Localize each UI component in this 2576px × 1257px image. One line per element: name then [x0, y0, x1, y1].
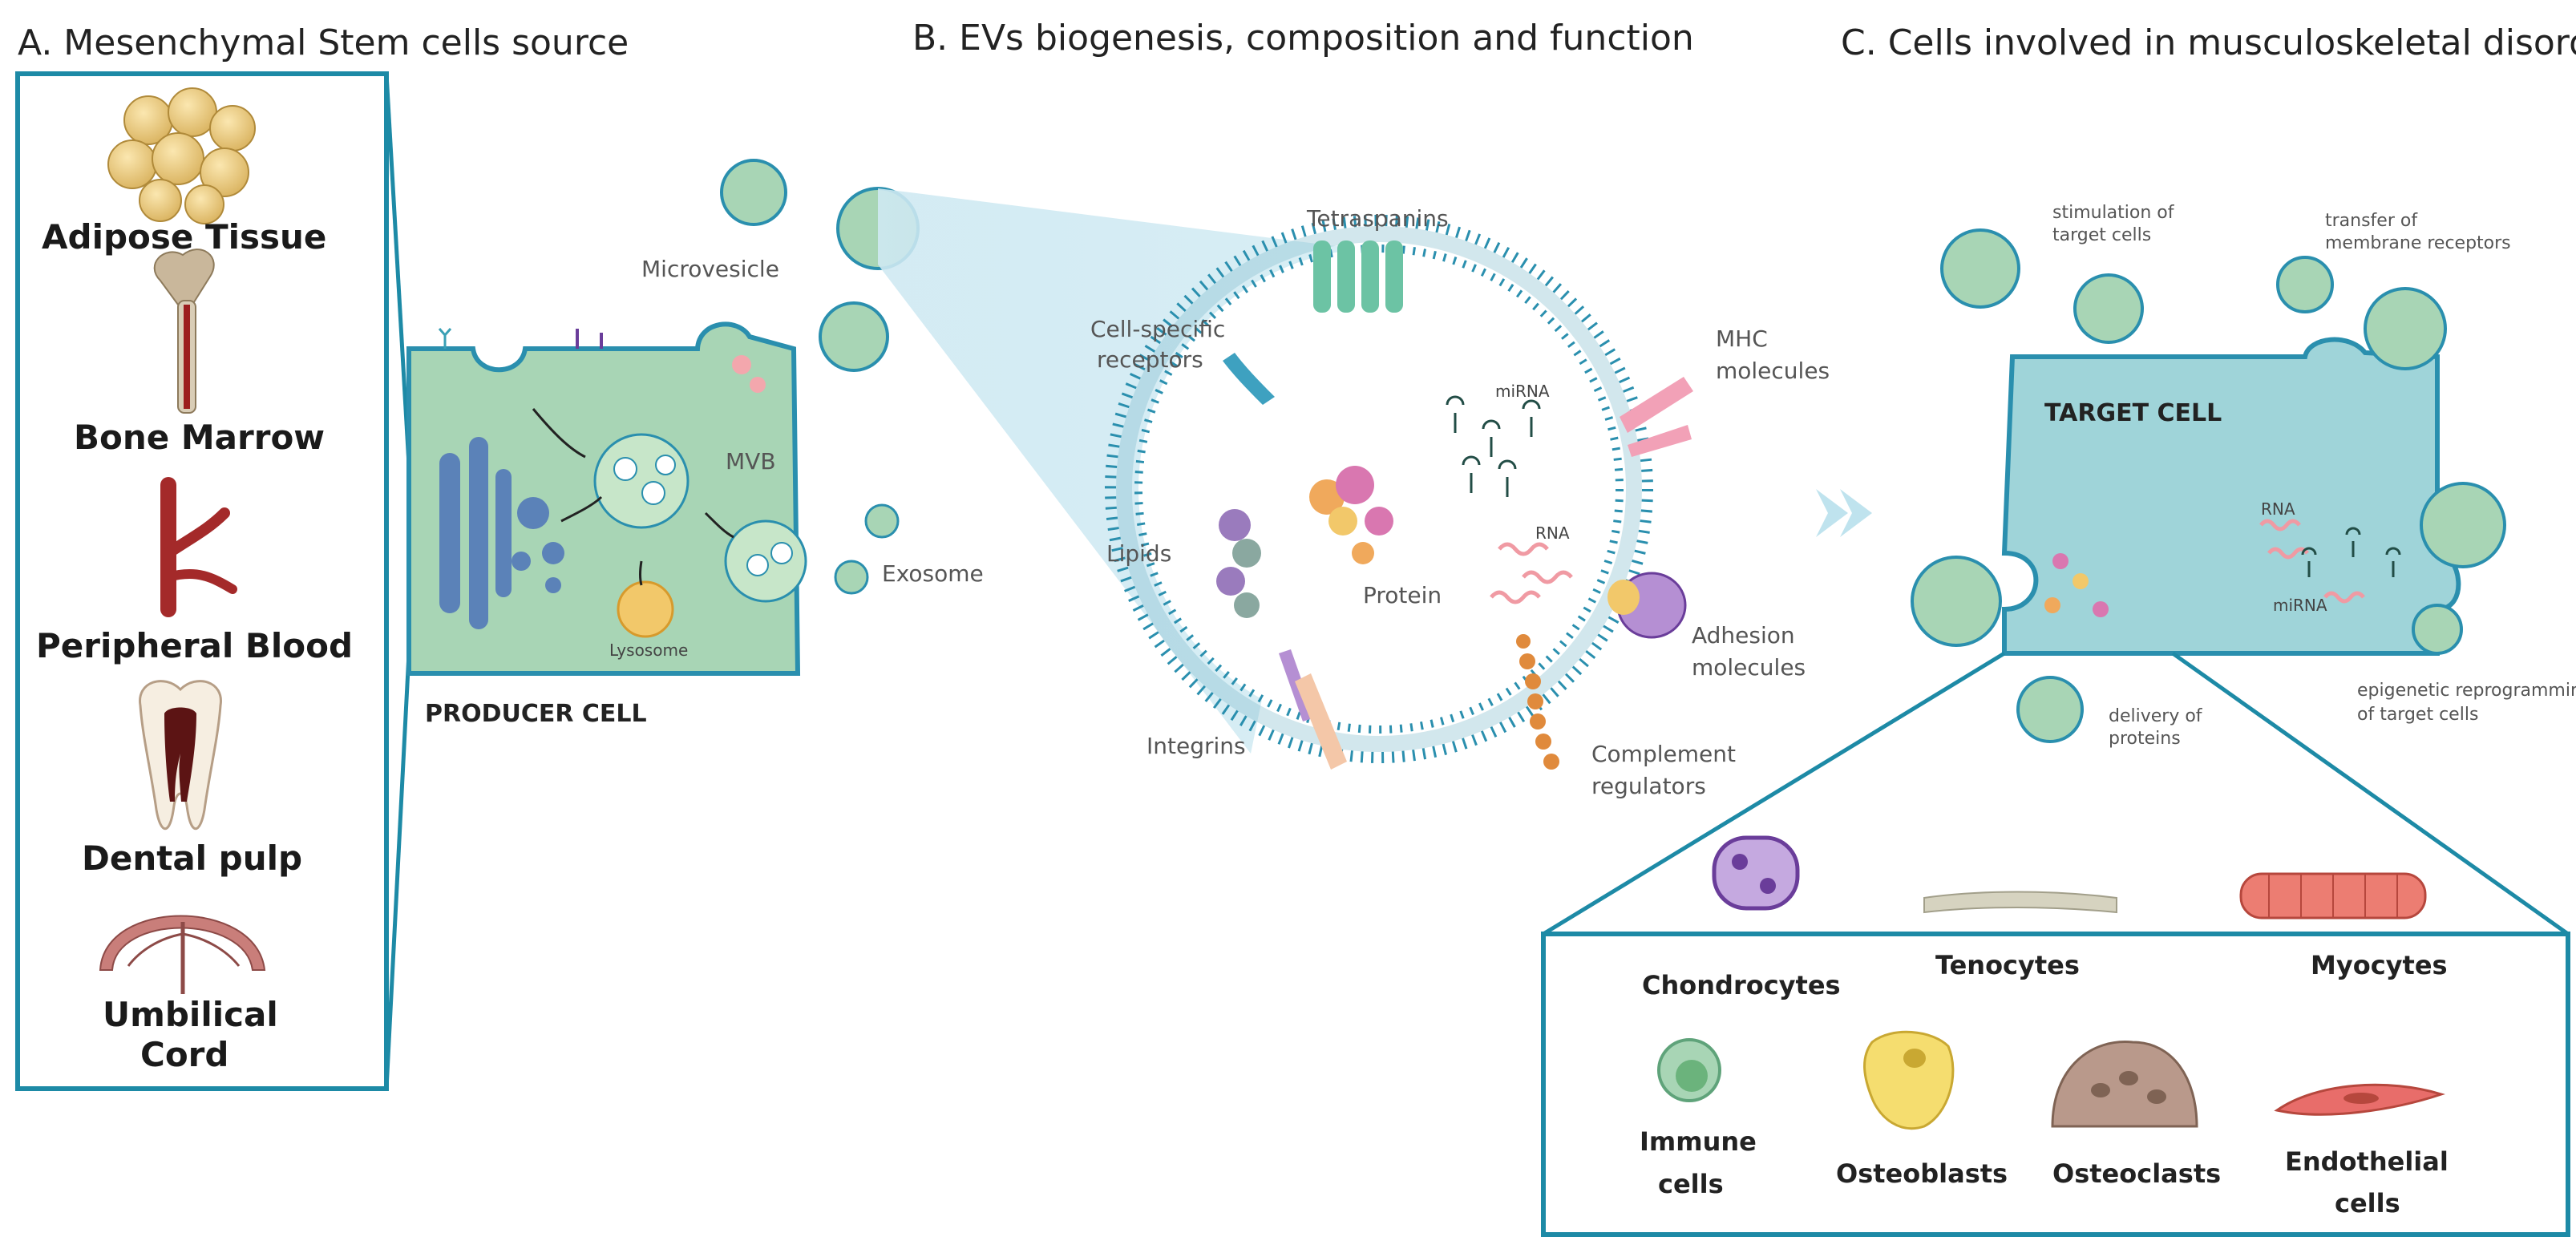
endothelial-label-2: cells: [2335, 1188, 2400, 1219]
target-mirna-label: miRNA: [2273, 596, 2327, 615]
source-panel-frame: [15, 71, 389, 1091]
tetraspanins-label: Tetraspanins: [1306, 205, 1449, 232]
myocytes-label: Myocytes: [2311, 950, 2448, 980]
osteoblasts-label: Osteoblasts: [1836, 1158, 2008, 1189]
ev-diagram: [1105, 215, 1693, 770]
immune-cell-icon: [1657, 1038, 1721, 1102]
cell-specific-label-2: receptors: [1097, 346, 1203, 373]
rna-label: RNA: [1535, 523, 1570, 543]
section-a-title: A. Mesenchymal Stem cells source: [18, 22, 629, 63]
source-label-peripheral-blood: Peripheral Blood: [36, 626, 353, 665]
delivery-label-2: proteins: [2109, 729, 2181, 749]
section-b-title: B. EVs biogenesis, composition and funct…: [912, 18, 1694, 59]
target-rna-label: RNA: [2261, 499, 2295, 519]
peripheral-blood-icon: [160, 477, 237, 617]
stimulation-label-1: stimulation of: [2052, 203, 2175, 223]
zoom-line-right: [2171, 651, 2570, 936]
source-label-bone-marrow: Bone Marrow: [74, 418, 325, 457]
zoom-line-left: [1542, 651, 2006, 936]
microvesicle-label: Microvesicle: [641, 256, 779, 282]
mhc-label-1: MHC: [1716, 325, 1768, 352]
target-vesicles: [1911, 228, 2506, 743]
source-label-adipose: Adipose Tissue: [42, 217, 326, 257]
source-label-umbilical: Umbilical: [103, 995, 278, 1034]
transfer-label-2: membrane receptors: [2325, 233, 2511, 253]
umbilical-cord-icon: [99, 915, 266, 994]
source-label-dental-pulp: Dental pulp: [82, 839, 302, 878]
stimulation-label-2: target cells: [2052, 225, 2151, 245]
exosome-label: Exosome: [882, 560, 984, 587]
target-cell: [2001, 337, 2461, 656]
epigenetic-label-1: epigenetic reprogramming: [2357, 681, 2576, 701]
integrins-label: Integrins: [1146, 733, 1246, 759]
protein-label: Protein: [1363, 582, 1442, 608]
endothelial-cell-icon: [2274, 1083, 2445, 1116]
epigenetic-label-2: of target cells: [2357, 705, 2478, 725]
lysosome-label: Lysosome: [609, 641, 688, 660]
bone-marrow-icon: [153, 249, 215, 414]
chondrocytes-label: Chondrocytes: [1642, 970, 1841, 1000]
tenocyte-icon: [1923, 891, 2117, 914]
adipose-tissue-icon: [107, 87, 256, 224]
producer-cell: [406, 321, 807, 676]
section-c-title: C. Cells involved in musculoskeletal dis…: [1841, 22, 2576, 63]
target-cell-label: TARGET CELL: [2044, 399, 2222, 427]
complement-label-2: regulators: [1591, 773, 1706, 799]
osteoclast-icon: [2051, 1041, 2198, 1128]
producer-cell-label: PRODUCER CELL: [425, 700, 647, 728]
mirna-label: miRNA: [1495, 382, 1550, 401]
immune-label-2: cells: [1658, 1169, 1724, 1199]
myocyte-icon: [2239, 872, 2427, 920]
adhesion-label-2: molecules: [1692, 654, 1806, 681]
transfer-label-1: transfer of: [2325, 211, 2418, 231]
cell-specific-label-1: Cell-specific: [1090, 316, 1225, 342]
dental-pulp-icon: [139, 680, 222, 831]
delivery-label-1: delivery of: [2109, 706, 2203, 726]
zoom-line-bottom: [384, 653, 411, 1089]
double-chevron-icon: [1816, 489, 1872, 537]
tenocytes-label: Tenocytes: [1935, 950, 2080, 980]
osteoclasts-label: Osteoclasts: [2052, 1158, 2221, 1189]
source-label-cord: Cord: [140, 1035, 228, 1074]
adhesion-label-1: Adhesion: [1692, 622, 1795, 649]
chondrocyte-icon: [1712, 835, 1800, 911]
complement-label-1: Complement: [1591, 741, 1736, 767]
mhc-label-2: molecules: [1716, 358, 1830, 384]
immune-label-1: Immune: [1640, 1126, 1757, 1157]
osteoblast-icon: [1863, 1030, 1955, 1130]
endothelial-label-1: Endothelial: [2285, 1146, 2449, 1177]
lipids-label: Lipids: [1106, 540, 1171, 567]
zoom-line-top: [384, 73, 411, 466]
mvb-label: MVB: [726, 448, 776, 475]
